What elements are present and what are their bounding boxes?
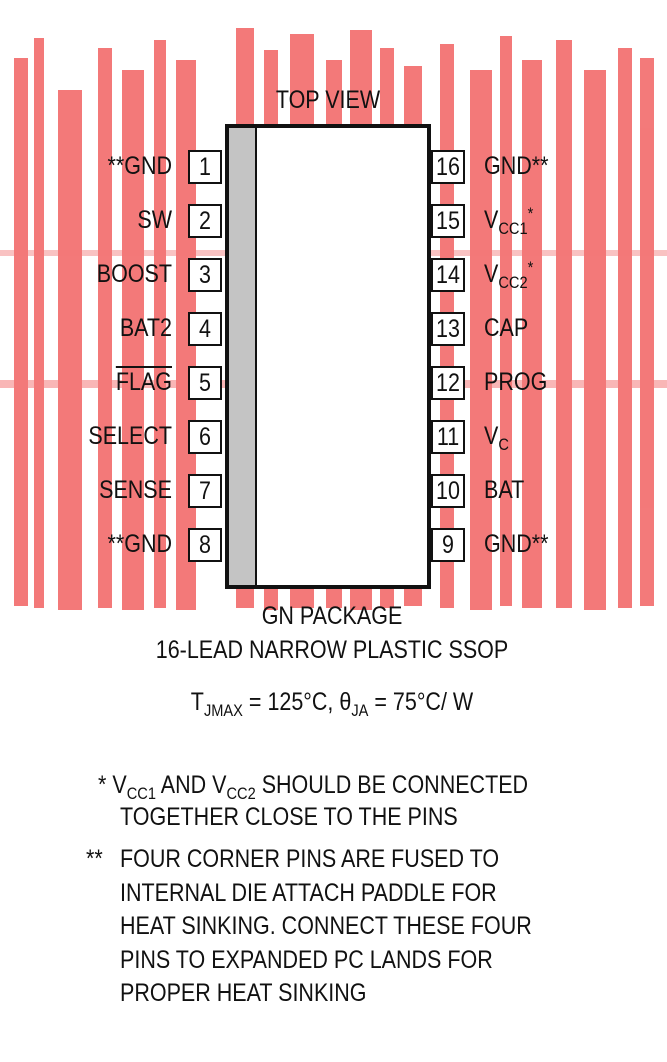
pin-label-text: BAT2 <box>119 314 172 342</box>
pin-2-box <box>188 204 222 238</box>
note-1-line-2: TOGETHER CLOSE TO THE PINS <box>120 803 458 831</box>
pin-number: 9 <box>442 531 454 559</box>
thermal-spec: TJMAX = 125°C, θJA = 75°C/ W <box>117 688 547 720</box>
pin-label: BOOST <box>24 262 172 287</box>
pin-label: PROG <box>484 370 630 395</box>
note-2-line: FOUR CORNER PINS ARE FUSED TO <box>120 845 500 873</box>
pin-1-box <box>188 150 222 184</box>
tjmax-symbol: T <box>190 688 204 716</box>
pin-10-box <box>431 474 465 508</box>
pin-label: **GND <box>24 154 172 179</box>
pin-number: 10 <box>436 477 460 505</box>
pin-15-box <box>431 204 465 238</box>
pin-label-subscript: C <box>498 435 509 454</box>
pin-13-box <box>431 312 465 346</box>
note-1-v1: V <box>112 771 127 799</box>
note-2-marker: ** <box>86 845 103 873</box>
pin-label-superscript: * <box>527 204 534 223</box>
pin-label: FLAG <box>24 370 172 395</box>
pin-number: 5 <box>199 369 211 397</box>
pin-number: 3 <box>199 261 211 289</box>
tjmax-value: = 125°C, <box>242 688 340 716</box>
note-2-line: PROPER HEAT SINKING <box>120 979 367 1007</box>
pin-label: CAP <box>484 316 630 341</box>
note-1-mid: AND V <box>155 771 227 799</box>
note-2-line: INTERNAL DIE ATTACH PADDLE FOR <box>120 878 497 907</box>
pin-label-main: V <box>484 260 499 288</box>
pin-label-subscript: CC2 <box>498 273 528 292</box>
pin-label: VCC1* <box>484 205 630 237</box>
note-2-line: HEAT SINKING. CONNECT THESE FOUR <box>120 912 532 940</box>
pin-label: **GND <box>24 532 172 557</box>
pin-label-text: **GND <box>107 530 172 558</box>
pin-label-text: SW <box>137 206 172 234</box>
pin-label: BAT2 <box>24 316 172 341</box>
pin-label-text: BAT <box>484 476 525 504</box>
ic-body <box>225 124 431 589</box>
pin-label-text: PROG <box>484 368 548 396</box>
pin-number: 1 <box>199 153 211 181</box>
pin-number: 16 <box>436 153 460 181</box>
pin-6-box <box>188 420 222 454</box>
note-1-marker: * <box>98 771 107 799</box>
note-1-rest: SHOULD BE CONNECTED <box>255 771 529 799</box>
exposed-paddle-strip <box>229 128 257 585</box>
pin-label: VCC2* <box>484 259 630 291</box>
note-1: * VCC1 AND VCC2 SHOULD BE CONNECTED <box>98 768 528 802</box>
pin-number: 11 <box>436 423 460 451</box>
pin-label-text: BOOST <box>96 260 172 288</box>
pin-14-box <box>431 258 465 292</box>
pin-label-text: CAP <box>484 314 529 342</box>
pin-label: BAT <box>484 478 630 503</box>
pin-number: 4 <box>199 315 211 343</box>
note-1-v2-subscript: CC2 <box>226 784 256 803</box>
pin-label-text: GND** <box>484 152 549 180</box>
pin-label: SELECT <box>24 424 172 449</box>
pin-label: GND** <box>484 532 630 557</box>
pin-number: 7 <box>199 477 211 505</box>
pin-label-text: SENSE <box>99 476 172 504</box>
pin-number: 14 <box>436 261 460 289</box>
pin-label-subscript: CC1 <box>498 219 528 238</box>
pin-9-box <box>431 528 465 562</box>
pin-label-main: V <box>484 206 499 234</box>
pin-number: 8 <box>199 531 211 559</box>
theta-symbol: θ <box>339 688 352 716</box>
pin-7-box <box>188 474 222 508</box>
pin-8-box <box>188 528 222 562</box>
pin-3-box <box>188 258 222 292</box>
pin-label: VC <box>484 422 630 454</box>
pin-5-box <box>188 366 222 400</box>
pin-number: 2 <box>199 207 211 235</box>
pin-label-superscript: * <box>527 258 534 277</box>
pin-number: 15 <box>436 207 460 235</box>
pin-label: SENSE <box>24 478 172 503</box>
pin-label: GND** <box>484 154 630 179</box>
pin-number: 12 <box>436 369 460 397</box>
pin-label-text: FLAG <box>115 368 172 396</box>
pin-number: 13 <box>436 315 460 343</box>
pin-11-box <box>431 420 465 454</box>
note-2-line: PINS TO EXPANDED PC LANDS FOR <box>120 945 493 974</box>
pin-label-text: **GND <box>107 152 172 180</box>
pin-label-main: V <box>484 422 499 450</box>
top-view-label: TOP VIEW <box>275 86 381 114</box>
pin-label-text: GND** <box>484 530 549 558</box>
theta-subscript: JA <box>351 701 369 720</box>
tjmax-subscript: JMAX <box>203 701 243 720</box>
pin-12-box <box>431 366 465 400</box>
theta-value: = 75°C/ W <box>368 688 474 716</box>
note-1-v1-subscript: CC1 <box>126 784 156 803</box>
pin-4-box <box>188 312 222 346</box>
pin-label-text: SELECT <box>88 422 172 450</box>
package-name: GN PACKAGE <box>261 602 403 630</box>
pin-16-box <box>431 150 465 184</box>
pin-number: 6 <box>199 423 211 451</box>
pin-label: SW <box>24 208 172 233</box>
package-description: 16-LEAD NARROW PLASTIC SSOP <box>155 636 509 664</box>
